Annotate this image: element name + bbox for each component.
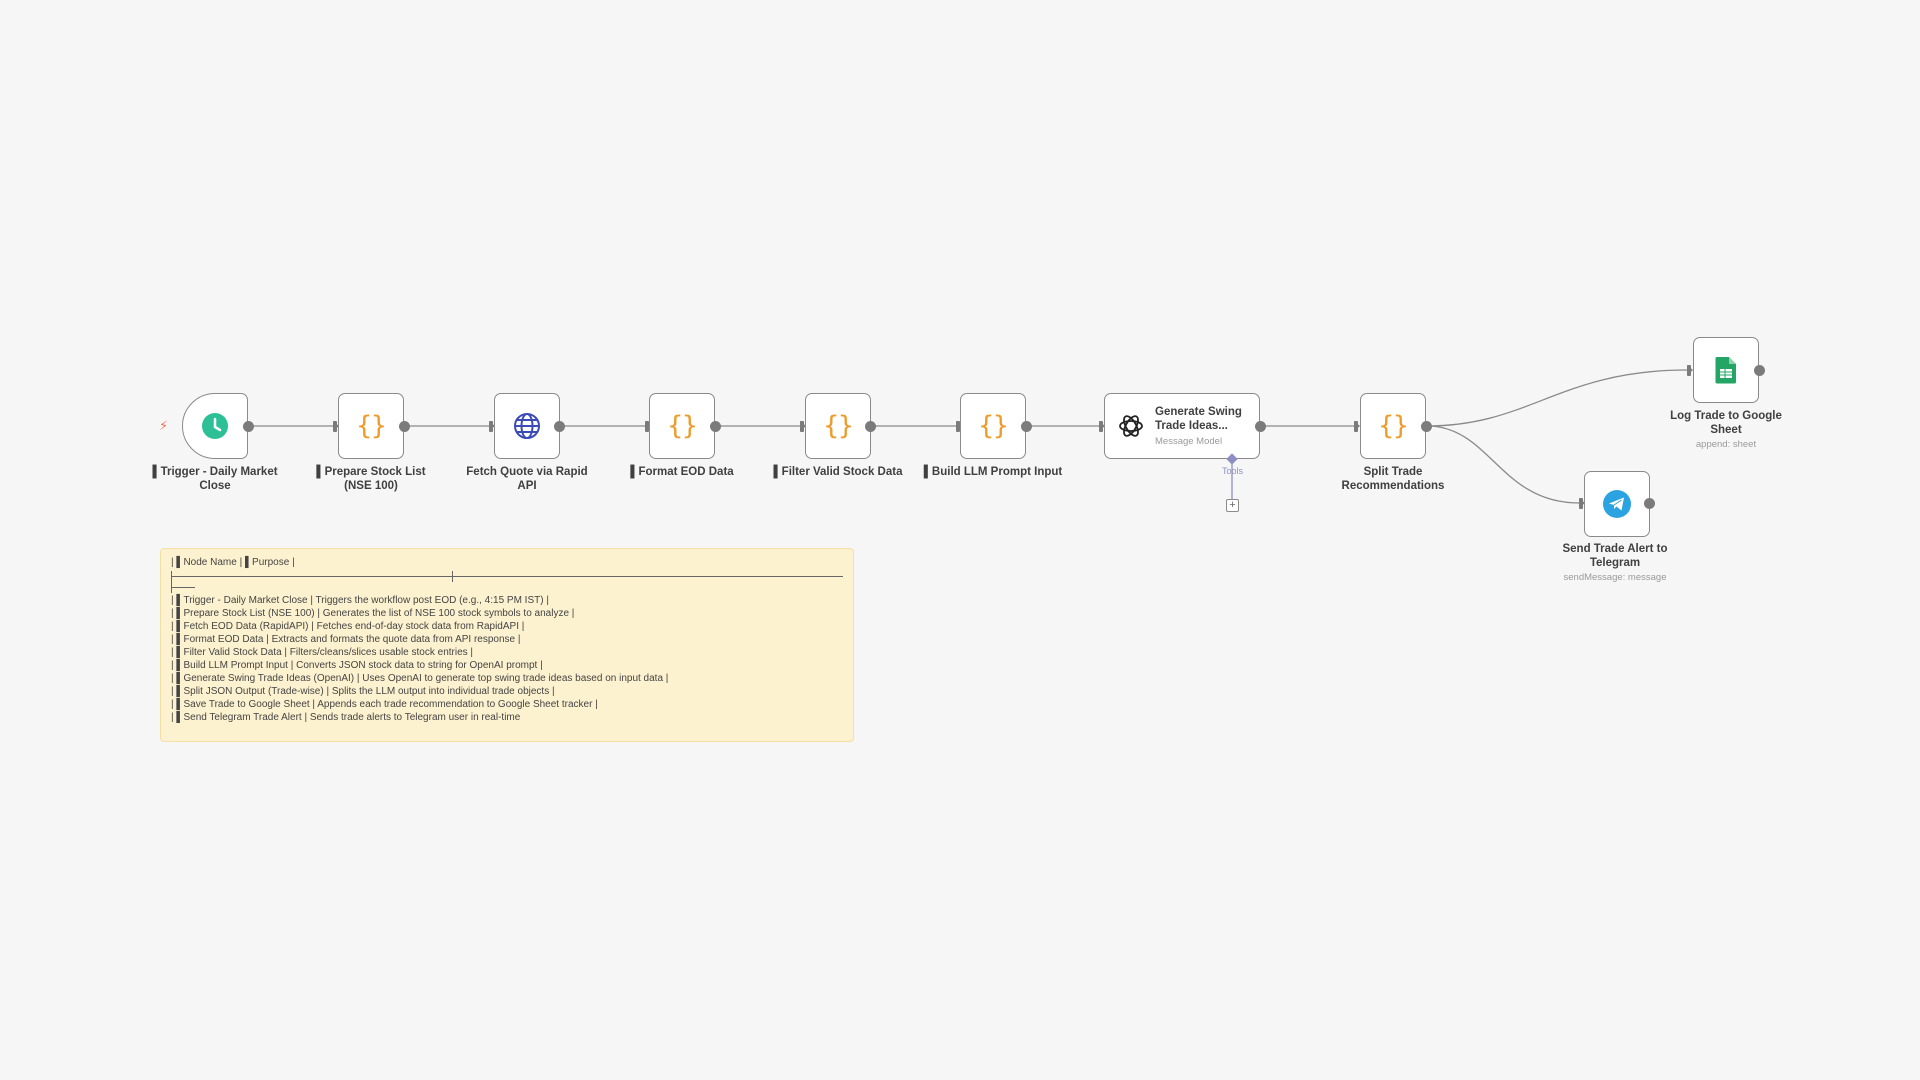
node-text: Generate Swing Trade Ideas... Message Mo… — [1155, 405, 1242, 447]
sticky-table-row: | ▌Generate Swing Trade Ideas (OpenAI) |… — [171, 673, 669, 684]
input-handle[interactable] — [645, 421, 649, 432]
braces-icon: {} — [978, 411, 1008, 441]
label-line: Log Trade to Google — [1670, 410, 1782, 422]
input-handle[interactable] — [1687, 365, 1691, 376]
node-subtitle-telegram: sendMessage: message — [1563, 572, 1667, 583]
node-label-build: ▌Build LLM Prompt Input — [923, 465, 1063, 479]
sticky-note-node-table[interactable]: | ▌Node Name | ▌Purpose | | ▌Trigger - D… — [160, 548, 854, 742]
output-handle[interactable] — [243, 421, 254, 432]
label-line: Fetch Quote via Rapid — [466, 466, 588, 478]
edge-split-log — [1426, 369, 1688, 427]
sticky-table-row: | ▌Trigger - Daily Market Close | Trigge… — [171, 595, 549, 606]
node-send-telegram-alert[interactable] — [1584, 471, 1650, 537]
output-handle[interactable] — [554, 421, 565, 432]
node-label-log: Log Trade to Google Sheet — [1656, 409, 1796, 437]
label-line: Close — [199, 480, 231, 492]
node-subtitle-log: append: sheet — [1695, 439, 1757, 450]
globe-icon — [514, 413, 540, 439]
output-handle[interactable] — [865, 421, 876, 432]
braces-icon: {} — [356, 411, 386, 441]
telegram-icon — [1603, 490, 1631, 518]
output-handle[interactable] — [399, 421, 410, 432]
label-line: Recommendations — [1341, 480, 1445, 492]
input-handle[interactable] — [1099, 421, 1103, 432]
input-handle[interactable] — [489, 421, 493, 432]
braces-icon: {} — [667, 411, 697, 441]
table-separator-short — [171, 582, 195, 593]
add-tool-button[interactable]: + — [1226, 499, 1239, 512]
node-title-line: Trade Ideas... — [1155, 420, 1228, 432]
label-line: ▌Build LLM Prompt Input — [923, 466, 1063, 478]
node-label-prepare: ▌Prepare Stock List (NSE 100) — [301, 465, 441, 493]
node-label-split: Split Trade Recommendations — [1323, 465, 1463, 493]
label-line: (NSE 100) — [344, 480, 398, 492]
output-handle[interactable] — [1255, 421, 1266, 432]
node-build-llm-prompt-input[interactable]: {} — [960, 393, 1026, 459]
label-line: Sheet — [1710, 424, 1742, 436]
braces-icon: {} — [1378, 411, 1408, 441]
label-line: Send Trade Alert to — [1562, 543, 1668, 555]
node-filter-valid-stock-data[interactable]: {} — [805, 393, 871, 459]
output-handle[interactable] — [1421, 421, 1432, 432]
node-format-eod-data[interactable]: {} — [649, 393, 715, 459]
google-sheets-icon — [1715, 357, 1736, 384]
sticky-table-rows: | ▌Trigger - Daily Market Close | Trigge… — [171, 594, 843, 724]
label-line: Split Trade — [1363, 466, 1423, 478]
node-prepare-stock-list[interactable]: {} — [338, 393, 404, 459]
node-title-line: Generate Swing — [1155, 406, 1242, 418]
node-subtitle: Message Model — [1155, 436, 1223, 447]
label-line: ▌Prepare Stock List — [316, 466, 426, 478]
node-label-format: ▌Format EOD Data — [612, 465, 752, 479]
label-line: API — [517, 480, 537, 492]
sticky-table-row: | ▌Format EOD Data | Extracts and format… — [171, 634, 521, 645]
node-label-filter: ▌Filter Valid Stock Data — [768, 465, 908, 479]
label-line: ▌Filter Valid Stock Data — [773, 466, 903, 478]
node-fetch-quote[interactable] — [494, 393, 560, 459]
input-handle[interactable] — [800, 421, 804, 432]
node-label-telegram: Send Trade Alert to Telegram — [1545, 542, 1685, 570]
sticky-table-row: | ▌Split JSON Output (Trade-wise) | Spli… — [171, 686, 555, 697]
sticky-table-header: | ▌Node Name | ▌Purpose | — [171, 557, 295, 568]
sticky-table-row: | ▌Send Telegram Trade Alert | Sends tra… — [171, 712, 521, 723]
label-line: ▌Trigger - Daily Market — [152, 466, 278, 478]
node-split-trade-recommendations[interactable]: {} — [1360, 393, 1426, 459]
node-label-fetch: Fetch Quote via Rapid API — [457, 465, 597, 493]
input-handle[interactable] — [1354, 421, 1358, 432]
input-handle[interactable] — [1579, 498, 1583, 509]
braces-icon: {} — [823, 411, 853, 441]
output-handle[interactable] — [710, 421, 721, 432]
trigger-bolt-icon: ⚡ — [159, 418, 169, 433]
tools-label: Tools — [1222, 466, 1244, 476]
node-label-trigger: ▌Trigger - Daily Market Close — [145, 465, 285, 493]
openai-icon — [1119, 415, 1143, 437]
output-handle[interactable] — [1754, 365, 1765, 376]
sticky-table-row: | ▌Filter Valid Stock Data | Filters/cle… — [171, 647, 474, 658]
input-handle[interactable] — [333, 421, 337, 432]
clock-icon — [202, 413, 228, 439]
table-separator — [171, 571, 843, 582]
sticky-table-row: | ▌Fetch EOD Data (RapidAPI) | Fetches e… — [171, 621, 525, 632]
output-handle[interactable] — [1644, 498, 1655, 509]
node-generate-swing-trade-ideas[interactable]: Generate Swing Trade Ideas... Message Mo… — [1104, 393, 1260, 459]
label-line: Telegram — [1589, 557, 1641, 569]
output-handle[interactable] — [1021, 421, 1032, 432]
sticky-table-row: | ▌Build LLM Prompt Input | Converts JSO… — [171, 660, 543, 671]
input-handle[interactable] — [956, 421, 960, 432]
sticky-table-row: | ▌Save Trade to Google Sheet | Appends … — [171, 699, 598, 710]
sticky-table-row: | ▌Prepare Stock List (NSE 100) | Genera… — [171, 608, 575, 619]
label-line: ▌Format EOD Data — [630, 466, 734, 478]
node-trigger-daily-market-close[interactable] — [182, 393, 248, 459]
node-log-trade-google-sheet[interactable] — [1693, 337, 1759, 403]
